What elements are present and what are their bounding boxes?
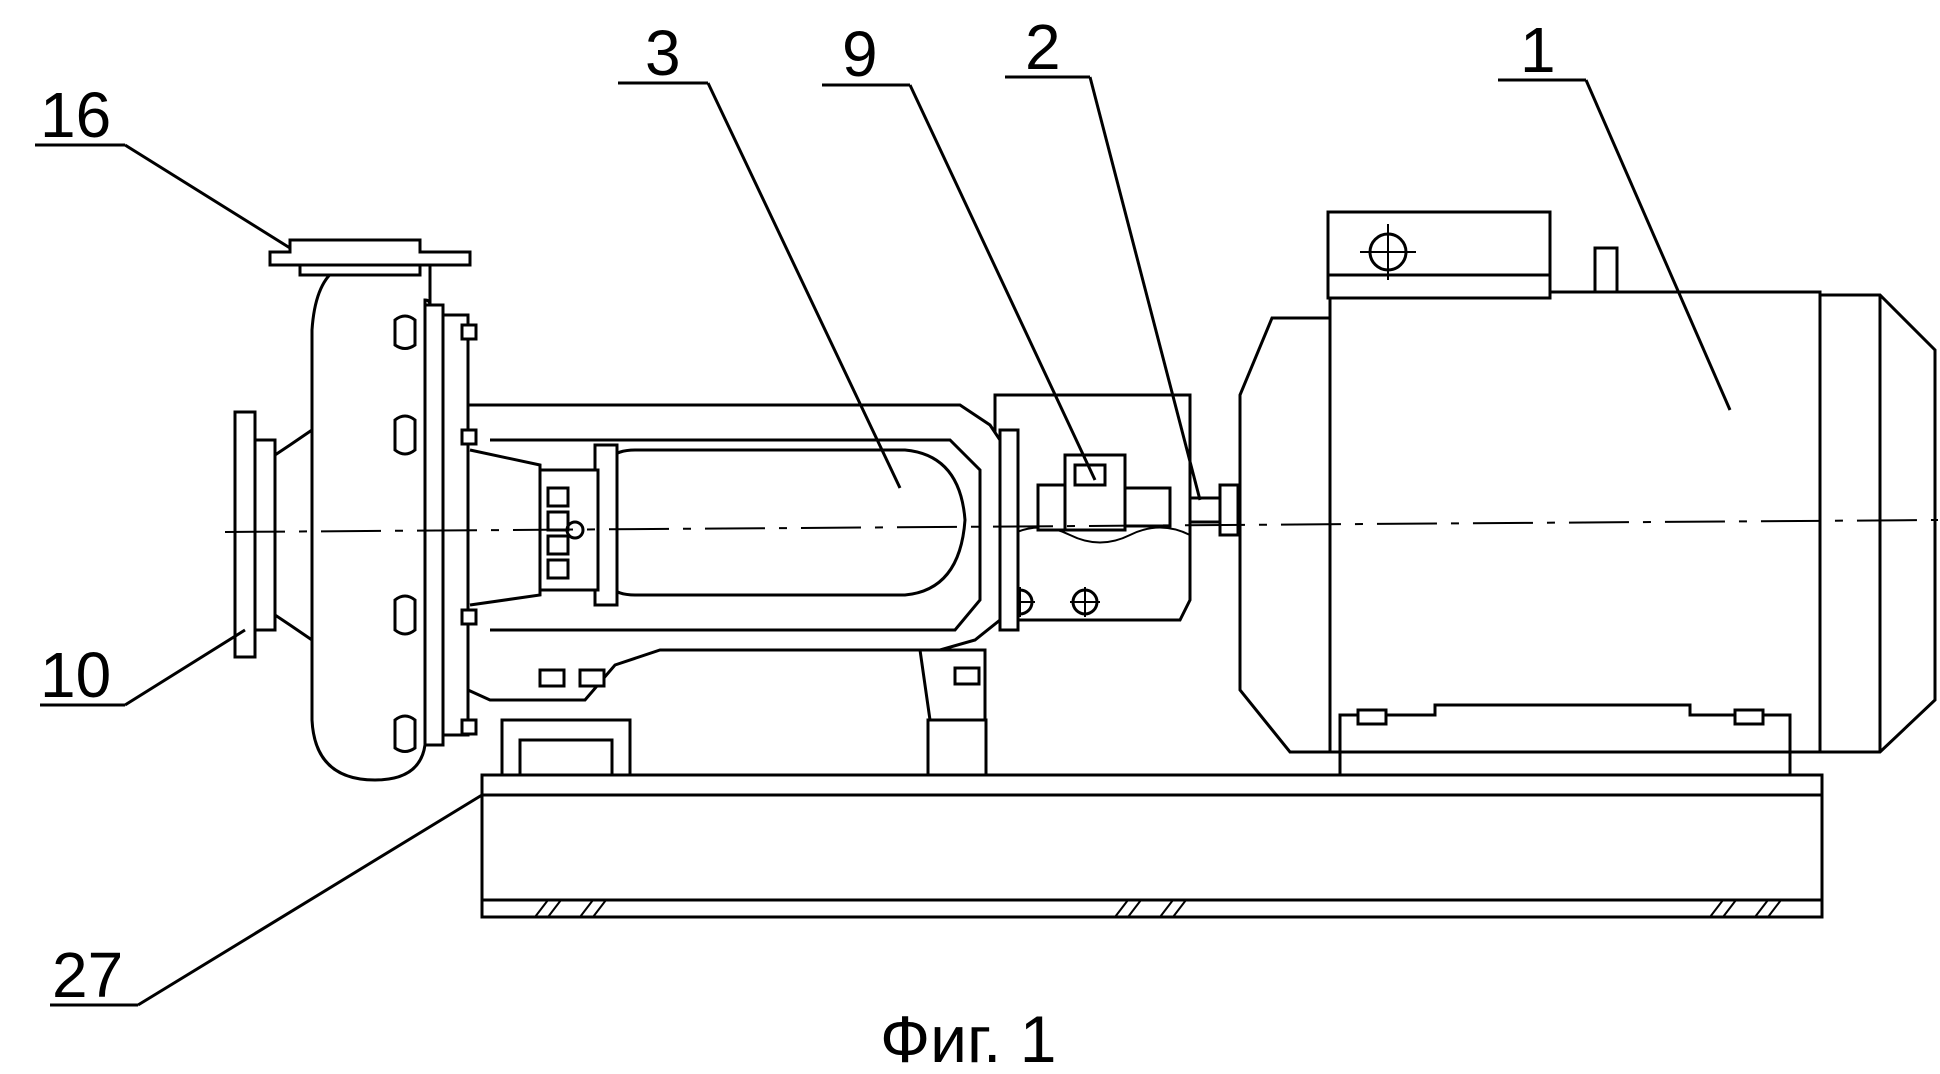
figure-caption: Фиг. 1 <box>880 1002 1056 1074</box>
callouts: 16 10 27 3 9 2 1 <box>40 11 1556 1011</box>
base-frame <box>480 773 1824 919</box>
electric-motor <box>1238 210 1937 777</box>
callout-3: 3 <box>645 17 681 89</box>
casing-flange-plate <box>423 303 478 747</box>
callout-1: 1 <box>1520 14 1556 86</box>
callout-9: 9 <box>842 18 878 90</box>
callout-2: 2 <box>1025 11 1061 83</box>
leader-lines <box>35 75 1732 1007</box>
callout-10: 10 <box>40 639 111 711</box>
bearing-housing <box>993 393 1192 632</box>
volute-casing <box>309 263 432 782</box>
suction-flange <box>233 410 314 659</box>
callout-16: 16 <box>40 79 111 151</box>
callout-27: 27 <box>52 939 123 1011</box>
pump-bracket <box>466 403 1002 777</box>
discharge-flange <box>268 238 472 277</box>
base-hatching <box>534 899 1782 918</box>
